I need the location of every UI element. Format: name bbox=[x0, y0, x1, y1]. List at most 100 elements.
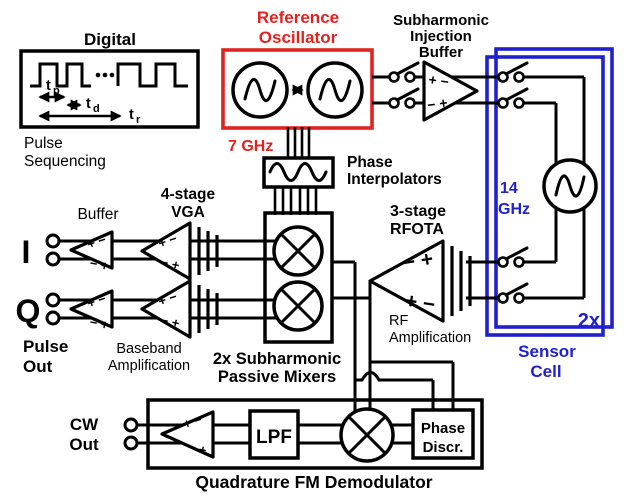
quadrature-fm-demodulator-label: Quadrature FM Demodulator bbox=[195, 472, 432, 492]
q-buffer-amp bbox=[69, 289, 114, 329]
q-channel-label: Q bbox=[16, 293, 41, 329]
switch bbox=[497, 246, 529, 268]
rfota-sign-top: − + bbox=[401, 247, 435, 274]
reference-oscillator-label-2: Oscillator bbox=[259, 28, 338, 47]
sensor-multiplier-label: 2x bbox=[578, 310, 600, 332]
cw-out-label-1: CW bbox=[70, 415, 99, 434]
i-minus-terminal bbox=[45, 251, 61, 267]
vga-label-1: 4-stage bbox=[161, 186, 216, 203]
rfota-amp bbox=[368, 239, 445, 323]
q-vga-sign-top: + − bbox=[156, 289, 179, 309]
lpf-box bbox=[248, 409, 300, 460]
t-pulse-label: t bbox=[46, 78, 51, 94]
rf-amplification-label-2: Amplification bbox=[389, 330, 471, 346]
waveform-ellipsis-dot bbox=[109, 72, 115, 78]
cw-output-amp bbox=[160, 410, 215, 459]
phase-interpolators-block bbox=[262, 156, 335, 189]
cw-plus-terminal bbox=[123, 417, 139, 433]
rfota-label-1: 3-stage bbox=[390, 203, 446, 220]
pulse-out-label-2: Out bbox=[23, 357, 53, 376]
phase-discriminator-label-2: Discr. bbox=[423, 439, 464, 456]
i-buffer-sign-bottom: − + bbox=[88, 255, 110, 274]
switch bbox=[497, 282, 529, 304]
t-pulse-subscript: p bbox=[53, 85, 60, 97]
reference-oscillator-label-1: Reference bbox=[257, 8, 339, 27]
switches bbox=[388, 61, 529, 304]
cw-minus-terminal bbox=[123, 435, 139, 451]
baseband-amplifiers bbox=[69, 221, 219, 339]
q-minus-terminal bbox=[45, 310, 61, 326]
q-vga-sign-bottom: − + bbox=[159, 312, 181, 331]
wave-icon bbox=[268, 162, 328, 182]
injection-buffer-label-1: Subharmonic bbox=[393, 12, 489, 29]
sine-icon bbox=[243, 78, 277, 102]
rfota-block bbox=[368, 239, 472, 323]
freq-14ghz-label-1: 14 bbox=[500, 180, 518, 197]
sensor-oscillator bbox=[542, 158, 598, 214]
switch bbox=[497, 61, 529, 83]
vga-label-2: VGA bbox=[171, 204, 205, 221]
waveform-ellipsis-dot bbox=[95, 72, 101, 78]
digital-pulse-box bbox=[19, 49, 200, 129]
quadrature-fm-demodulator-box bbox=[146, 398, 484, 470]
i-channel-label: I bbox=[22, 234, 31, 270]
t-delay-subscript: d bbox=[93, 103, 100, 115]
passive-mixers-box bbox=[263, 211, 334, 344]
wire-hop bbox=[355, 371, 433, 382]
i-buffer-amp bbox=[69, 230, 114, 270]
q-buffer-sign-top: + − bbox=[85, 291, 108, 311]
sine-icon bbox=[554, 174, 586, 198]
buffer-label: Buffer bbox=[77, 206, 118, 223]
lpf-label: LPF bbox=[256, 427, 292, 448]
cw-amp-sign-top: + − bbox=[181, 412, 204, 432]
reference-oscillator-pair bbox=[231, 61, 364, 119]
injection-buffer-sign-top: + − bbox=[428, 71, 450, 90]
freq-7ghz-label: 7 GHz bbox=[228, 138, 273, 155]
passive-mixers-label-1: 2x Subharmonic bbox=[213, 350, 341, 368]
pulse-sequencing-label-1: Pulse bbox=[24, 135, 63, 152]
phase-interpolators-label-1: Phase bbox=[347, 154, 393, 171]
sensor-cell-back-box bbox=[494, 47, 614, 329]
io-terminals bbox=[45, 233, 139, 451]
i-vga-sign-top: + − bbox=[156, 231, 179, 251]
i-vga-amp bbox=[140, 221, 192, 281]
sensor-cell-label-2: Cell bbox=[530, 362, 561, 381]
phase-discriminator-label-1: Phase bbox=[421, 420, 465, 437]
pulse-sequencing-label-2: Sequencing bbox=[24, 153, 106, 170]
sine-icon bbox=[318, 78, 352, 102]
rf-amplification-label-1: RF bbox=[389, 313, 408, 329]
injection-buffer-amp bbox=[422, 60, 479, 122]
digital-title: Digital bbox=[84, 30, 136, 49]
pulse-out-label-1: Pulse bbox=[23, 337, 68, 356]
t-rep-label: t bbox=[129, 107, 134, 123]
passive-mixers-label-2: Passive Mixers bbox=[218, 368, 336, 386]
rfota-label-2: RFOTA bbox=[390, 221, 444, 238]
sensor-cell-label-1: Sensor bbox=[518, 342, 576, 361]
pulse-waveform bbox=[30, 62, 188, 88]
switch bbox=[497, 87, 529, 109]
cw-amp-sign-bottom: − + bbox=[186, 439, 208, 458]
i-vga-sign-bottom: − + bbox=[159, 254, 181, 273]
phase-discriminator-box bbox=[411, 408, 475, 460]
q-plus-terminal bbox=[45, 292, 61, 308]
switch bbox=[388, 61, 420, 83]
phase-interpolators-label-2: Interpolators bbox=[347, 171, 442, 188]
subharmonic-passive-mixers bbox=[272, 225, 324, 332]
q-vga-amp bbox=[140, 279, 192, 339]
t-rep-subscript: r bbox=[136, 114, 141, 126]
waveform-ellipsis-dot bbox=[102, 72, 108, 78]
injection-buffer-label-2: Injection bbox=[410, 28, 472, 45]
baseband-amplification-label-2: Amplification bbox=[108, 358, 190, 374]
injection-buffer-label-3: Buffer bbox=[419, 44, 463, 61]
baseband-amplification-label-1: Baseband bbox=[116, 341, 181, 357]
freq-14ghz-label-2: GHz bbox=[498, 201, 530, 218]
labels: Digital Pulse Sequencing t p t d t r Ref… bbox=[16, 8, 600, 492]
switch bbox=[388, 87, 420, 109]
injection-buffer-sign-bottom: − + bbox=[426, 94, 448, 113]
rfota-sign-bottom: + − bbox=[403, 289, 437, 316]
i-buffer-sign-top: + − bbox=[85, 232, 108, 252]
t-delay-label: t bbox=[86, 96, 91, 112]
sensor-cell-front-box bbox=[485, 55, 605, 337]
